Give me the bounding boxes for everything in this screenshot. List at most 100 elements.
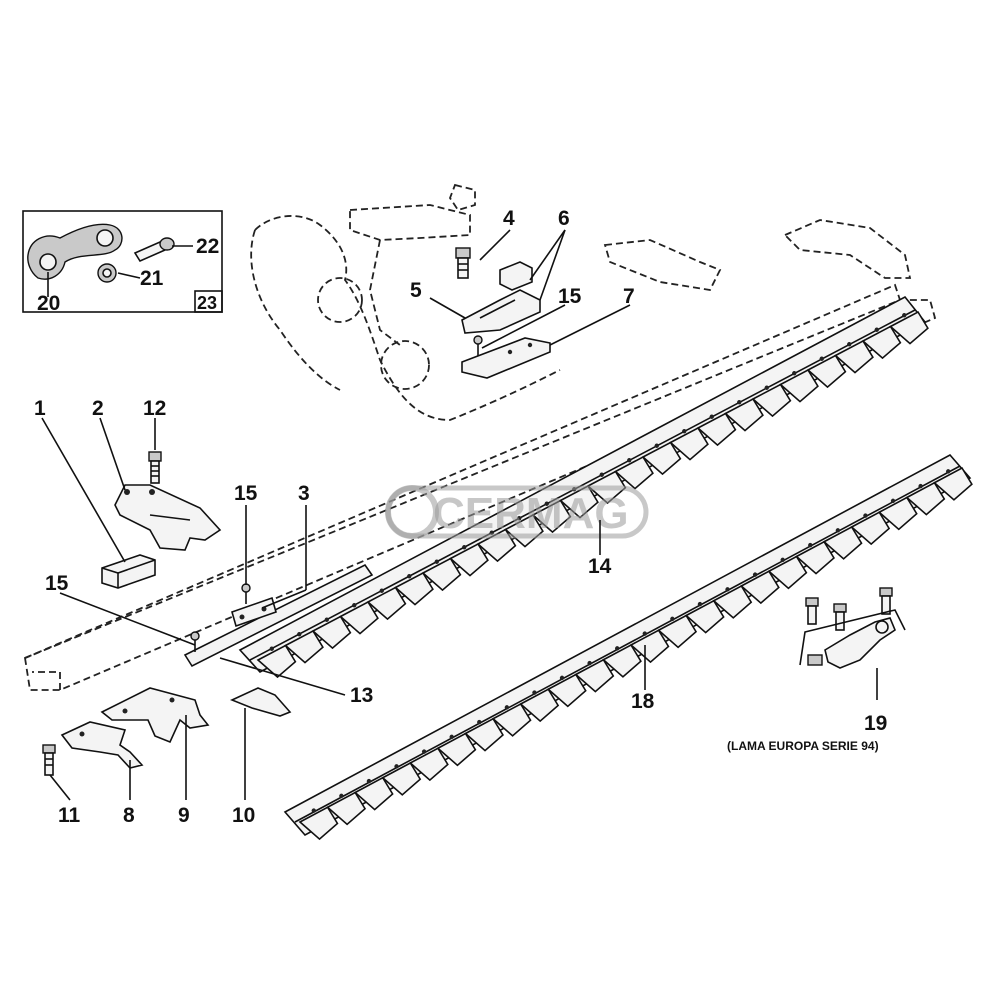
nut-21 [97,263,117,283]
stud-4 [455,247,471,279]
callout-11: 11 [58,804,81,827]
knife-18-tooth [629,629,670,664]
note-lama-europa: (LAMA EUROPA SERIE 94) [727,739,879,753]
wear-strip-13 [183,563,374,668]
knife-18-rivet-hole [366,778,372,784]
knife-18-tooth [353,776,394,811]
knife-18-rivet-hole [311,808,316,813]
knife-18-tooth [712,584,753,619]
knife-14-rivet-hole [737,400,742,405]
callout-20: 20 [37,292,60,315]
knife-18-rivet-hole [615,646,620,651]
knife-14-rivet-hole [709,414,714,419]
knife-18-tooth [491,702,532,737]
knife-18-rivet-hole [946,469,951,474]
callout-4: 4 [503,207,515,230]
knife-18-tooth [822,525,863,560]
clip-cap-6 [499,261,533,291]
knife-14-tooth [614,455,654,490]
knife-18-tooth [684,599,725,634]
bolt-12 [148,451,162,484]
knife-18-tooth [464,717,504,752]
bolt-15-left [190,631,200,652]
knife-14-tooth [311,615,352,650]
knife-14-rivet-hole [792,371,797,376]
knife-14-teeth [256,310,929,679]
callout-2: 2 [92,397,104,420]
callout-23: 23 [197,293,217,313]
guard-plate-8 [60,721,144,769]
knife-14-rivet-hole [764,385,769,390]
knife-14-tooth [531,499,572,534]
knife-18-rivet-hole [421,749,427,754]
knife-14-rivet-hole [352,603,357,608]
knife-18-rivet-hole [918,483,923,489]
callout-12: 12 [143,397,166,420]
knife-18-tooth [739,570,780,605]
bolt-15-top [473,335,483,356]
knife-14-tooth [504,513,544,548]
knife-14-rivet-hole [599,472,604,477]
knife-18-rivet-hole [532,690,537,695]
knife-14-tooth [421,557,462,592]
knife-18-rivet-hole [394,764,399,769]
callout-7: 7 [623,285,635,308]
callouts: 1 2 12 15 3 15 13 14 18 9 10 8 11 4 6 5 … [34,207,887,827]
knife-14-rivet-hole [269,646,274,651]
knife-18-tooth [519,688,560,723]
callout-22: 22 [196,235,219,258]
knife-section-10 [229,687,292,717]
knife-14-tooth [449,542,489,577]
knife-18-rivet-hole [449,734,454,740]
callout-9: 9 [178,804,190,827]
knife-18-rivet-hole [670,616,675,622]
knife-14-rivet-hole [654,443,659,448]
knife-14-rivet-hole [874,327,879,332]
knife-14-rivet-hole [902,313,907,318]
knife-18-rivet-hole [808,542,813,548]
bolt-15-mid [241,583,251,604]
knife-head-5 [461,289,541,334]
knife-14-tooth [889,310,929,345]
callout-14: 14 [588,555,612,578]
knife-18-rivet-hole [780,557,785,563]
knife-14-rivet-hole [517,516,522,521]
knife-14-rivet-hole [297,632,302,637]
knife-14-tooth [641,441,682,476]
knife-18-rivet-hole [559,675,565,681]
knife-18-tooth [326,791,367,826]
knife-18-rivet-hole [697,601,703,607]
knife-18-rivet-hole [587,660,592,666]
callout-15-top: 15 [558,285,582,308]
knife-18-tooth [546,673,587,708]
knife-14-rivet-hole [627,458,632,463]
knife-18-tooth [767,555,808,590]
knife-clip-2 [114,484,222,551]
knife-18-tooth [298,806,339,841]
knife-14-tooth [751,383,792,418]
callout-6: 6 [558,207,570,230]
knife-14-tooth [559,484,599,519]
knife-14-rivet-hole [819,356,824,361]
knife-18-tooth [436,732,477,767]
callout-21: 21 [140,267,164,290]
callout-15-left: 15 [45,572,69,595]
guard-plate-9 [100,687,210,744]
knife-18-tooth [602,643,642,678]
knife-14-rivet-hole [682,429,687,434]
wear-block-1 [101,554,156,589]
knife-18-tooth [795,540,835,575]
knife-14-tooth [779,368,819,403]
knife-18-rivet-hole [835,528,841,533]
knife-14-rivet-hole [847,342,852,347]
knife-18-teeth [298,466,973,841]
knife-18-rivet-hole [725,587,730,592]
knife-18-rivet-hole [752,572,758,577]
knife-18-rivet-hole [477,719,482,725]
knife-14-tooth [366,586,407,621]
clip-plate-7 [461,337,551,379]
knife-18-tooth [905,481,946,516]
strip-plate-3 [231,596,277,628]
callout-3: 3 [298,482,310,505]
